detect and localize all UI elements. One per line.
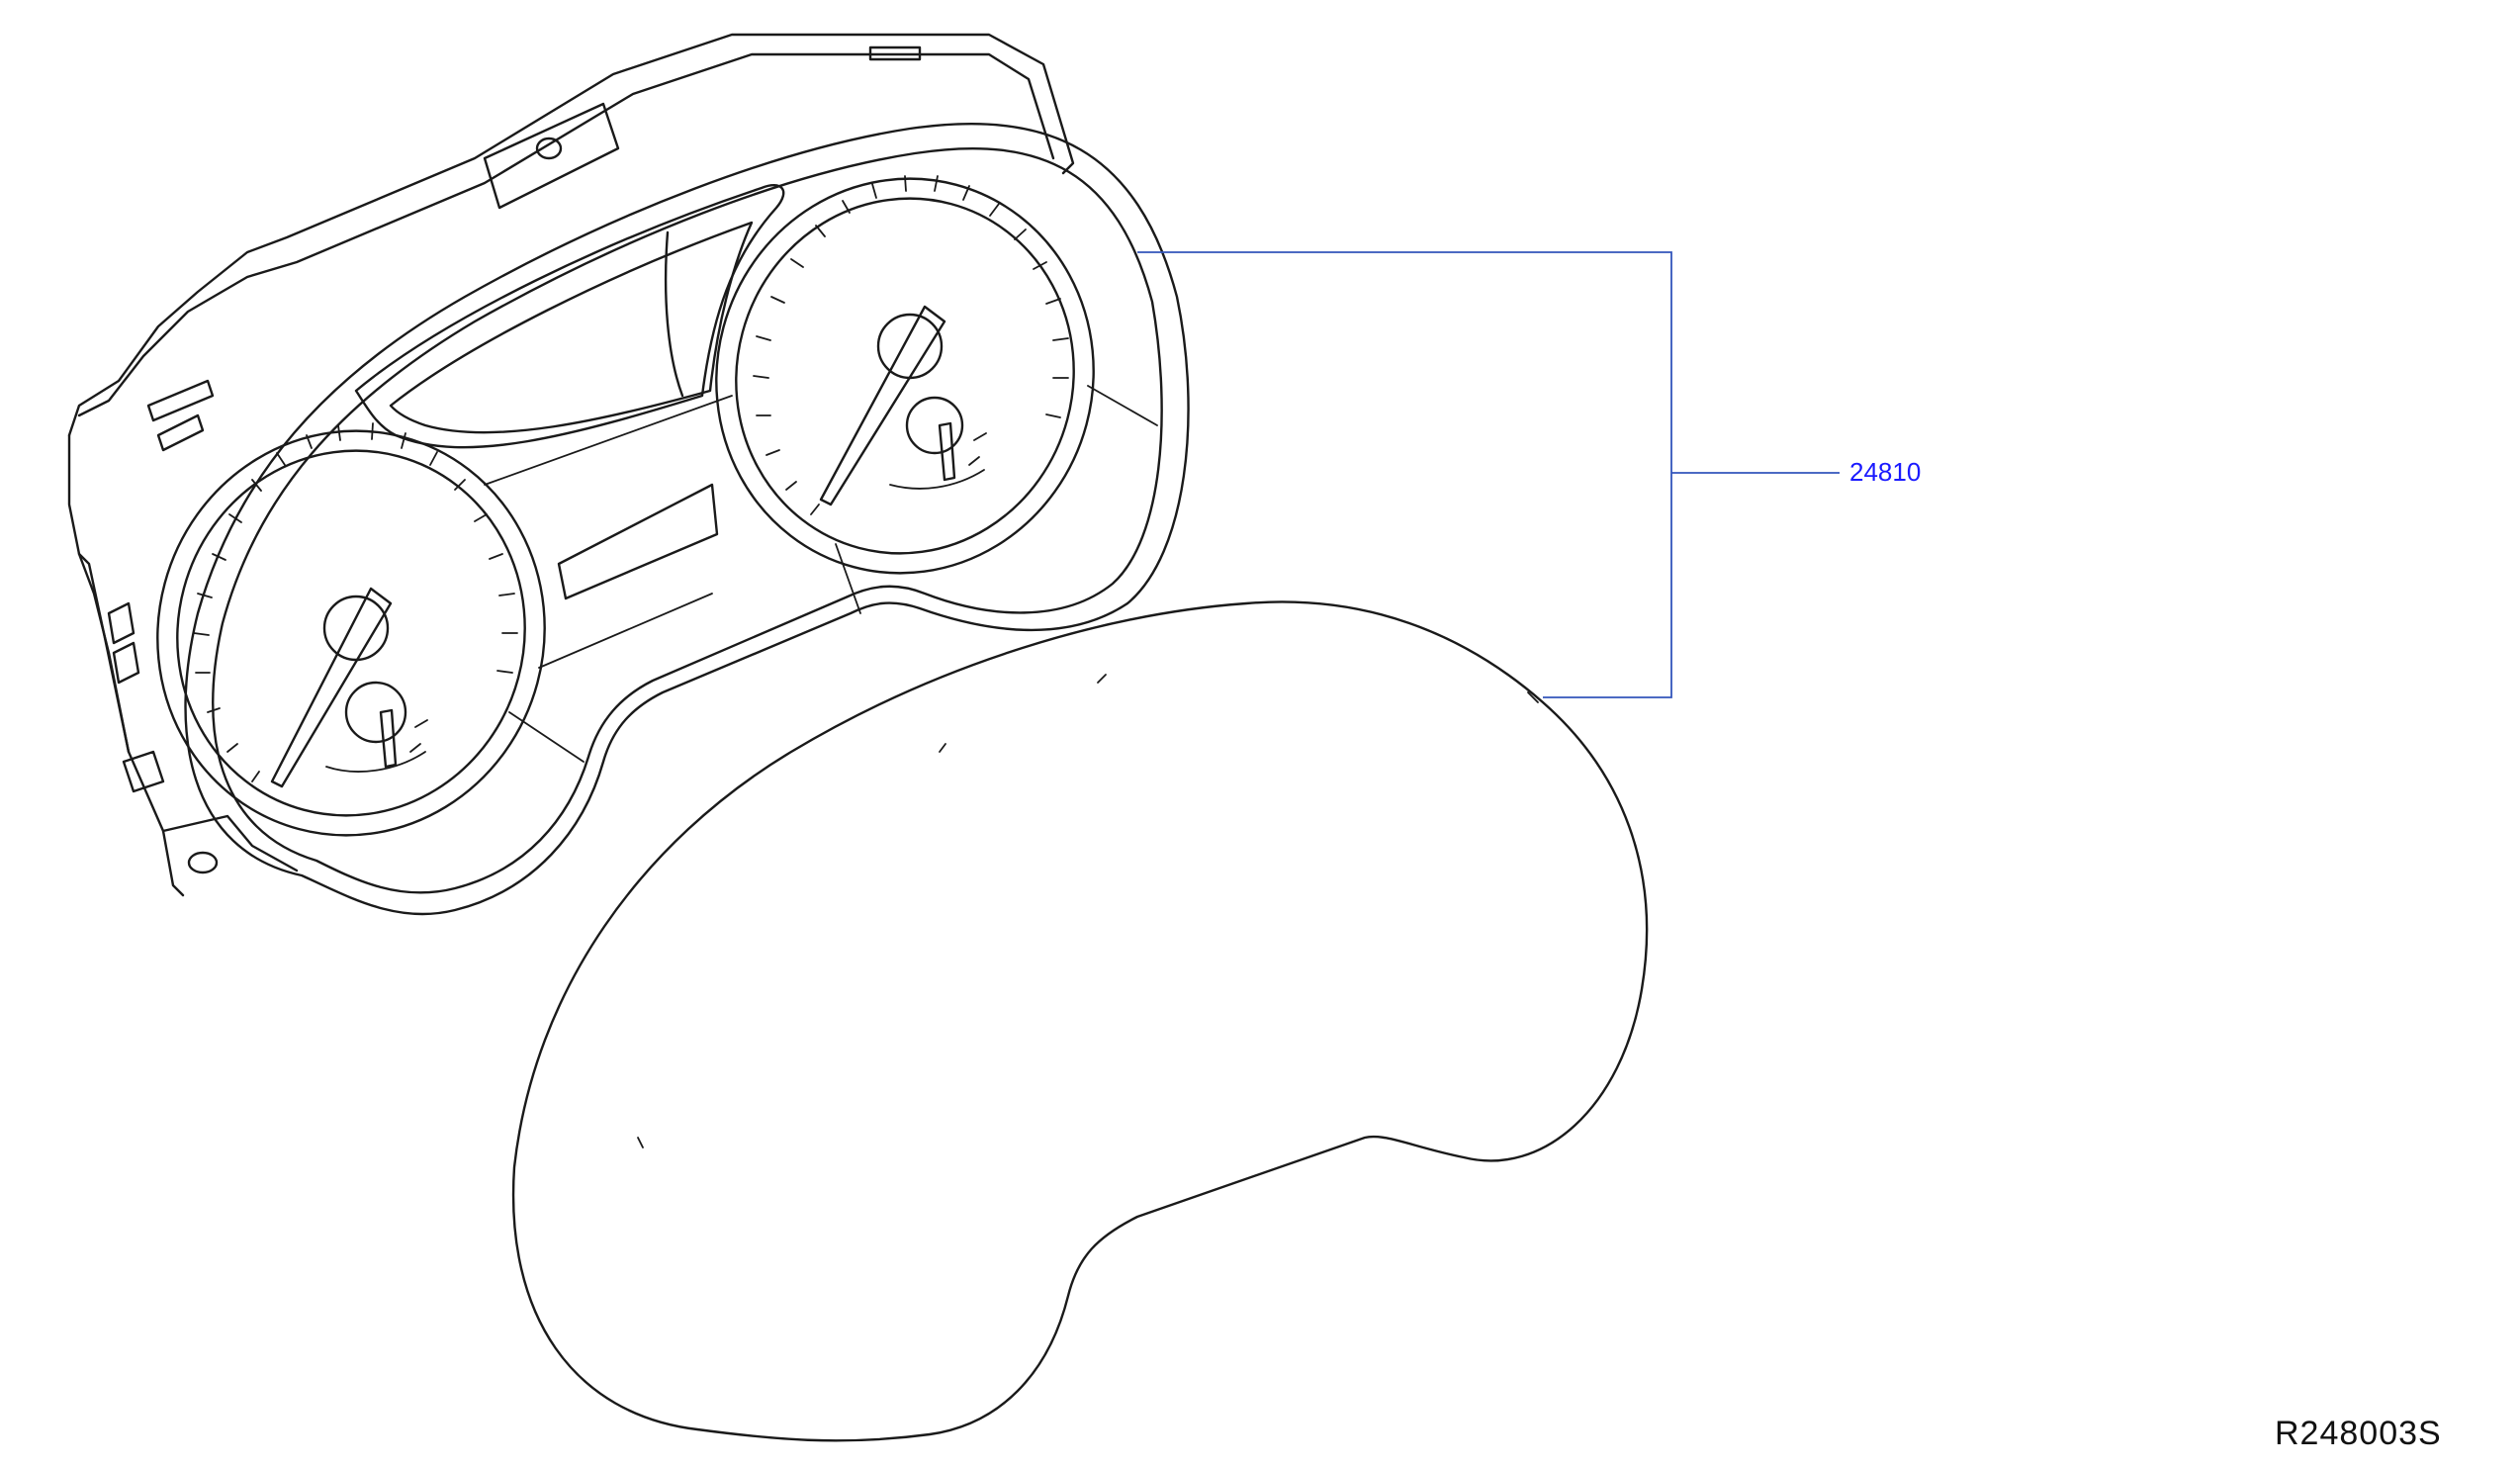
drawing-code: R248003S (2275, 1415, 2442, 1452)
part-number-callout[interactable]: 24810 (1849, 457, 1922, 487)
right-gauge (715, 175, 1095, 575)
cluster-lens-glass (511, 600, 1649, 1442)
instrument-cluster-housing (67, 33, 1075, 897)
left-gauge (156, 422, 546, 837)
cluster-bezel (184, 123, 1190, 916)
callout-leader-24810 (1137, 251, 1840, 703)
